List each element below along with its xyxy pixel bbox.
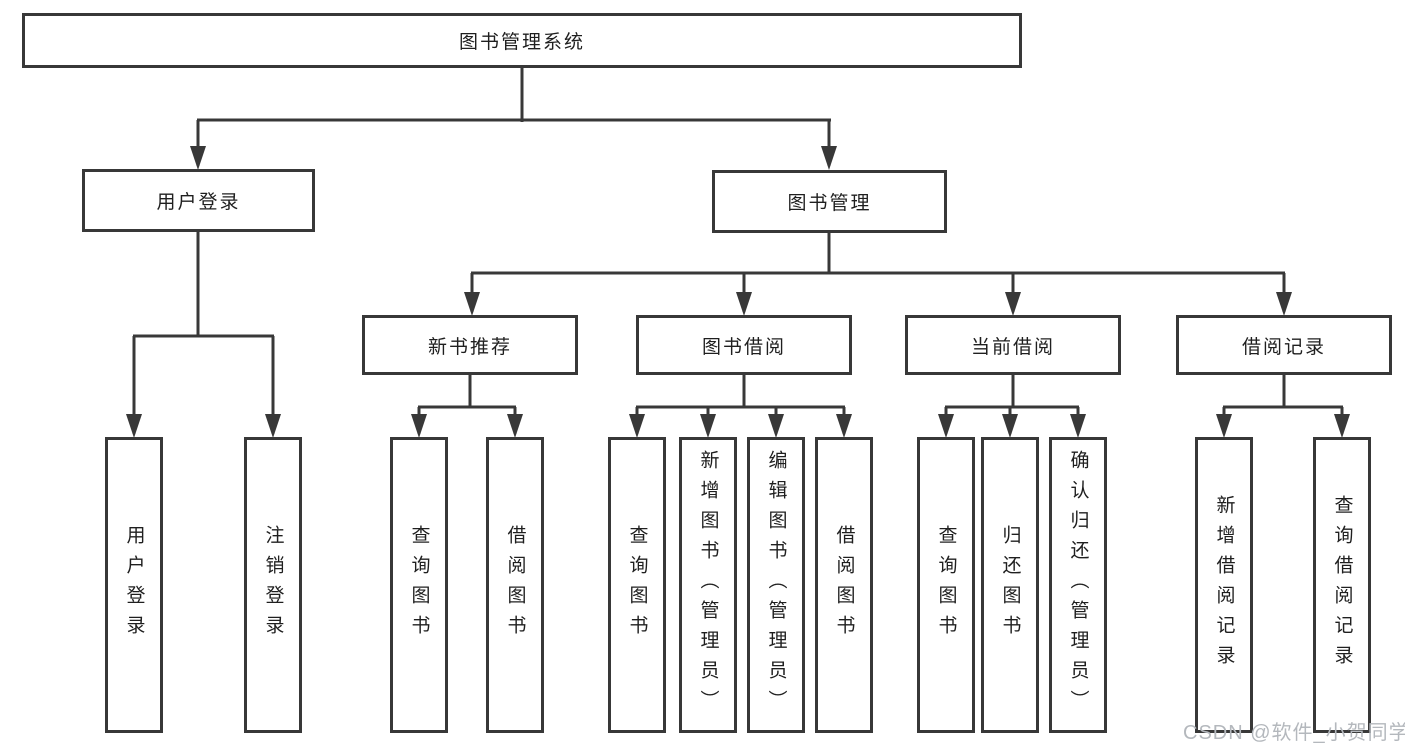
node-label: 查询图书: [626, 525, 648, 645]
node-new-book-recommendation: 新书推荐: [362, 315, 578, 375]
leaf-bb-edit-books-admin: 编辑图书（管理员）: [747, 437, 805, 733]
leaf-nbr-borrow-books: 借阅图书: [486, 437, 544, 733]
leaf-bb-borrow-books: 借阅图书: [815, 437, 873, 733]
node-label: 图书管理系统: [458, 32, 585, 53]
leaf-br-add-record: 新增借阅记录: [1195, 437, 1253, 733]
node-label: 编辑图书（管理员）: [765, 450, 787, 720]
node-label: 查询图书: [408, 525, 430, 645]
leaf-cb-return-books: 归还图书: [981, 437, 1039, 733]
node-label: 查询图书: [935, 525, 957, 645]
leaf-user-login: 用户登录: [105, 437, 163, 733]
leaf-logout-login: 注销登录: [244, 437, 302, 733]
leaf-nbr-query-books: 查询图书: [390, 437, 448, 733]
node-label: 图书管理: [787, 193, 872, 214]
node-current-borrowing: 当前借阅: [905, 315, 1121, 375]
csdn-watermark: CSDN @软件_小贺同学: [1183, 722, 1405, 744]
node-label: 用户登录: [123, 525, 145, 645]
leaf-cb-confirm-return-admin: 确认归还（管理员）: [1049, 437, 1107, 733]
leaf-br-query-record: 查询借阅记录: [1313, 437, 1371, 733]
node-borrowing-records: 借阅记录: [1176, 315, 1392, 375]
node-label: 归还图书: [999, 525, 1021, 645]
node-label: 借阅图书: [504, 525, 526, 645]
arrowheads: [126, 146, 1350, 438]
node-label: 确认归还（管理员）: [1067, 450, 1089, 720]
node-user-login: 用户登录: [82, 169, 315, 232]
node-book-borrowing: 图书借阅: [636, 315, 852, 375]
node-label: 新增借阅记录: [1213, 495, 1235, 675]
node-label: 用户登录: [156, 192, 241, 213]
node-label: 新书推荐: [427, 336, 512, 358]
node-label: 图书借阅: [701, 336, 786, 358]
node-label: 借阅图书: [833, 525, 855, 645]
node-book-management: 图书管理: [712, 170, 947, 233]
leaf-bb-query-books: 查询图书: [608, 437, 666, 733]
node-label: 查询借阅记录: [1331, 495, 1353, 675]
leaf-bb-add-books-admin: 新增图书（管理员）: [679, 437, 737, 733]
node-library-management-system: 图书管理系统: [22, 13, 1022, 68]
node-label: 当前借阅: [970, 336, 1055, 358]
leaf-cb-query-books: 查询图书: [917, 437, 975, 733]
node-label: 注销登录: [262, 525, 284, 645]
node-label: 借阅记录: [1241, 336, 1326, 358]
node-label: 新增图书（管理员）: [697, 450, 719, 720]
